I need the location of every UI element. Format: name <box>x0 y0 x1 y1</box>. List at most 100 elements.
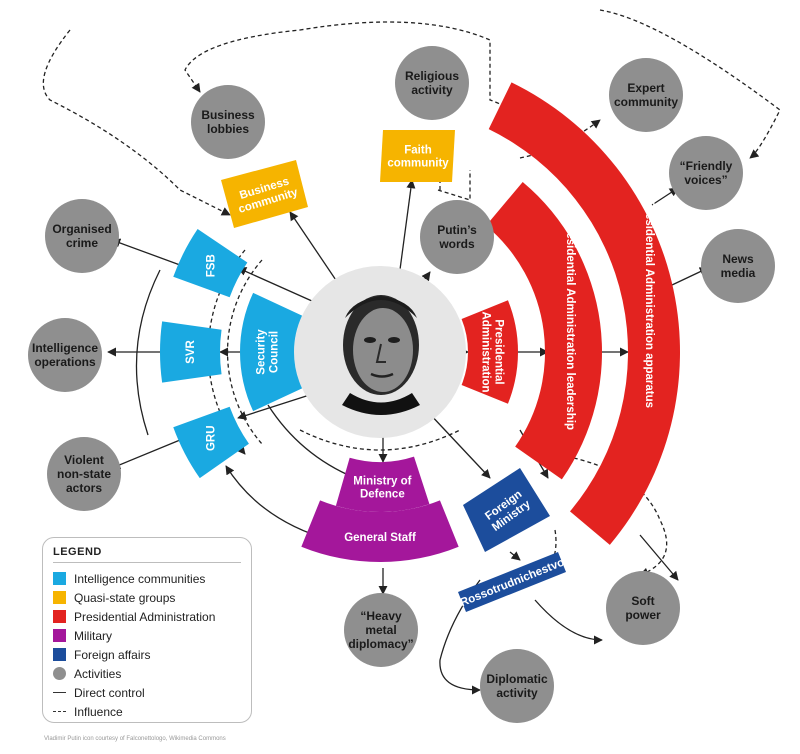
legend-label: Intelligence communities <box>74 571 206 586</box>
edge-fsb-crime <box>111 238 181 266</box>
edge-security-mod <box>267 404 356 480</box>
segment-label: General Staff <box>344 532 416 544</box>
dashed-line-icon <box>53 711 66 712</box>
segment-shape <box>240 292 303 412</box>
image-credit: Vladimir Putin icon courtesy of Falconet… <box>44 736 226 742</box>
segment-label: GRU <box>206 425 218 451</box>
color-swatch-icon <box>53 629 66 642</box>
segment-label: Presidential Administration leadership <box>564 220 576 430</box>
legend-item: Influence <box>53 702 241 721</box>
legend-label: Influence <box>74 704 123 719</box>
segment-fsb: FSB <box>173 228 248 298</box>
edge-apparatus-soft <box>639 534 679 581</box>
segment-svr: SVR <box>160 321 222 383</box>
segment-shape <box>458 552 566 612</box>
activity-circle <box>480 649 554 723</box>
activity-circle <box>47 437 121 511</box>
segment-shape <box>173 406 249 479</box>
legend-label: Quasi-state groups <box>74 590 176 605</box>
segment-shape <box>488 82 681 545</box>
legend-label: Military <box>74 628 112 643</box>
legend-label: Presidential Administration <box>74 609 216 624</box>
segment-shape <box>335 456 430 512</box>
legend-title: LEGEND <box>53 546 241 563</box>
segment-shape <box>486 181 602 480</box>
edge-rosso-soft <box>534 599 603 645</box>
activity-swatch-icon <box>53 667 66 680</box>
influence-left-top <box>42 29 231 216</box>
influence-inner-ring <box>226 259 263 445</box>
edge-gru-violent <box>111 439 181 470</box>
legend-label: Activities <box>74 666 122 681</box>
legend-label: Foreign affairs <box>74 647 151 662</box>
legend-item: Foreign affairs <box>53 645 241 664</box>
activity-circle <box>344 593 418 667</box>
legend-item: Activities <box>53 664 241 683</box>
color-swatch-icon <box>53 610 66 623</box>
segment-label: Rossotrudnichestvo <box>459 557 567 610</box>
activity-circle <box>420 200 494 274</box>
color-swatch-icon <box>53 591 66 604</box>
segment-rossotrudnichestvo: Rossotrudnichestvo <box>458 552 566 612</box>
segment-label: PresidentialAdministration <box>480 311 505 392</box>
activity-circle <box>606 571 680 645</box>
segment-label: SVR <box>185 339 197 363</box>
activity-circle <box>669 136 743 210</box>
segment-shape <box>461 300 518 404</box>
legend-label: Direct control <box>74 685 145 700</box>
segment-presidential-administration-apparatus: Presidential Administration apparatus <box>488 82 681 545</box>
segment-label: SecurityCouncil <box>256 329 281 375</box>
activity-circle <box>28 318 102 392</box>
segment-foreign-ministry: ForeignMinistry <box>463 468 550 552</box>
segment-shape <box>463 468 550 552</box>
segment-label: Presidential Administration apparatus <box>643 201 655 408</box>
segment-shape <box>380 130 455 182</box>
segment-shape <box>160 321 222 383</box>
segment-shape <box>221 160 308 228</box>
solid-line-icon <box>53 692 66 693</box>
legend-item: Quasi-state groups <box>53 588 241 607</box>
legend-item: Military <box>53 626 241 645</box>
edge-fsb-ring-left <box>135 269 161 436</box>
segment-shape <box>301 500 459 563</box>
activity-circle <box>191 85 265 159</box>
activity-circle <box>609 58 683 132</box>
legend-item: Intelligence communities <box>53 569 241 588</box>
legend-item: Direct control <box>53 683 241 702</box>
activity-circle <box>395 46 469 120</box>
segment-security-council: SecurityCouncil <box>240 292 303 412</box>
segment-presidential-administration-leadership: Presidential Administration leadership <box>486 181 602 480</box>
segment-business-community: Businesscommunity <box>221 160 308 228</box>
segment-gru: GRU <box>173 406 249 479</box>
legend-item: Presidential Administration <box>53 607 241 626</box>
activity-circle <box>45 199 119 273</box>
color-swatch-icon <box>53 648 66 661</box>
influence-business-loop <box>184 21 561 151</box>
